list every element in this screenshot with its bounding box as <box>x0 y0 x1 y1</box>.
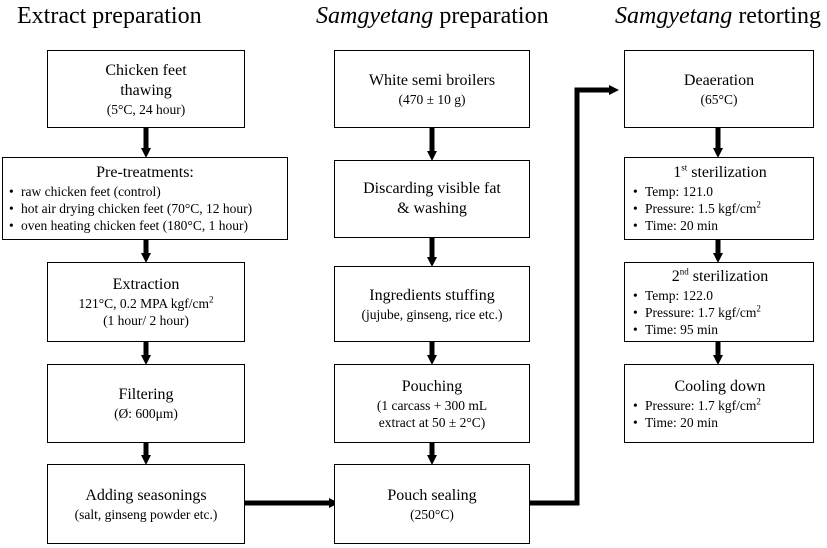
ster2-sup: nd <box>679 266 689 277</box>
bullet-icon: • <box>633 184 638 199</box>
ster2-time: Time: 95 min <box>645 321 719 337</box>
cooling-time-item: • Time: 20 min <box>633 414 807 431</box>
extraction-title: Extraction <box>112 276 180 293</box>
heading-preparation-text: preparation <box>433 3 549 29</box>
cooling-pressure: Pressure: 1.7 kgf/cm <box>645 397 757 413</box>
bullet-icon: • <box>9 184 14 199</box>
ster1-pressure-item: • Pressure: 1.5 kgf/cm2 <box>633 200 807 217</box>
box-pre-treatments: Pre-treatments: • raw chicken feet (contr… <box>2 157 288 240</box>
bullet-icon: • <box>633 304 638 320</box>
pretreat-item-2: • hot air drying chicken feet (70°C, 12 h… <box>9 200 281 217</box>
heading-samgyetang-retorting: Samgyetang retorting <box>615 2 821 30</box>
box-cooling-down: Cooling down • Pressure: 1.7 kgf/cm2 • Tim… <box>624 364 814 443</box>
ster1-time: Time: 20 min <box>645 218 719 233</box>
pretreat-item-1: • raw chicken feet (control) <box>9 183 281 200</box>
seasoning-ingredients: (salt, ginseng powder etc.) <box>74 506 218 522</box>
thawing-line2: thawing <box>120 81 172 99</box>
ster1-title-text: sterilization <box>687 164 767 181</box>
box-adding-seasonings: Adding seasonings (salt, ginseng powder … <box>47 464 245 544</box>
bullet-icon: • <box>633 218 638 233</box>
ster2-temp: Temp: 122.0 <box>645 287 714 303</box>
filtering-pore-size: (Ø: 600μm) <box>114 406 178 421</box>
box-pouch-sealing: Pouch sealing (250°C) <box>334 464 530 544</box>
pouching-title: Pouching <box>401 377 463 395</box>
box-first-sterilization: 1st sterilization • Temp: 121.0 • Pressure… <box>624 157 814 240</box>
cooling-title: Cooling down <box>674 377 766 395</box>
bullet-icon: • <box>633 414 638 430</box>
extraction-cond-sup: 2 <box>209 294 214 305</box>
bullet-icon: • <box>633 321 638 337</box>
bullet-icon: • <box>9 201 14 216</box>
pretreat-item-3-text: oven heating chicken feet (180°C, 1 hour… <box>21 218 248 233</box>
ster2-time-item: • Time: 95 min <box>633 321 807 338</box>
heading-extract-preparation: Extract preparation <box>17 2 202 30</box>
bullet-icon: • <box>9 218 14 233</box>
thawing-conditions: (5°C, 24 hour) <box>106 101 186 117</box>
box-chicken-feet-thawing: Chicken feet thawing (5°C, 24 hour) <box>47 50 245 128</box>
ster2-title-text: sterilization <box>688 267 769 285</box>
box-deaeration: Deaeration (65°C) <box>624 50 814 128</box>
pouching-detail-2: extract at 50 ± 2°C) <box>378 414 486 430</box>
pouching-detail-1: (1 carcass + 300 mL <box>376 397 488 413</box>
ster2-num: 2 <box>671 267 680 285</box>
pretreat-title: Pre-treatments: <box>96 164 194 181</box>
arrow-sealing-to-deaeration <box>530 85 619 506</box>
extraction-cond-text: 121°C, 0.2 MPA kgf/cm <box>78 296 210 311</box>
stuffing-title: Ingredients stuffing <box>369 286 495 304</box>
broilers-weight: (470 ± 10 g) <box>398 91 466 107</box>
box-second-sterilization: 2nd sterilization •Temp: 122.0 •Pressure… <box>624 262 814 342</box>
ster2-pressure-sup: 2 <box>756 303 761 313</box>
seasoning-title: Adding seasonings <box>85 486 207 504</box>
ster1-pressure-sup: 2 <box>756 199 761 210</box>
pretreat-item-2-text: hot air drying chicken feet (70°C, 12 ho… <box>21 201 253 216</box>
box-filtering: Filtering (Ø: 600μm) <box>47 364 245 443</box>
extraction-time: (1 hour/ 2 hour) <box>103 313 189 328</box>
ster2-pressure: Pressure: 1.7 kgf/cm <box>645 304 757 320</box>
heading-samgyetang-preparation: Samgyetang preparation <box>316 2 549 30</box>
broilers-title: White semi broilers <box>368 71 496 89</box>
box-white-semi-broilers: White semi broilers (470 ± 10 g) <box>334 50 530 128</box>
heading-samgyetang-italic: Samgyetang <box>316 3 434 29</box>
sealing-temperature: (250°C) <box>410 506 454 522</box>
cooling-pressure-item: • Pressure: 1.7 kgf/cm2 <box>633 397 807 414</box>
ster1-num: 1 <box>673 164 682 181</box>
pretreat-item-3: • oven heating chicken feet (180°C, 1 hou… <box>9 217 281 234</box>
heading-samgyetang-italic-2: Samgyetang <box>615 3 733 29</box>
fat-line1: Discarding visible fat <box>363 180 501 197</box>
deaeration-title: Deaeration <box>683 71 755 89</box>
stuffing-ingredients: (jujube, ginseng, rice etc.) <box>361 306 503 322</box>
cooling-pressure-sup: 2 <box>756 396 761 406</box>
box-ingredients-stuffing: Ingredients stuffing (jujube, ginseng, r… <box>334 266 530 342</box>
ster2-temp-item: • Temp: 122.0 <box>633 287 807 304</box>
box-discarding-fat: Discarding visible fat & washing <box>334 160 530 238</box>
ster1-temp: Temp: 121.0 <box>645 184 714 199</box>
ster1-time-item: • Time: 20 min <box>633 217 807 234</box>
ster2-pressure-item: • Pressure: 1.7 kgf/cm2 <box>633 304 807 321</box>
box-pouching: Pouching (1 carcass + 300 mL extract at … <box>334 364 530 443</box>
ster2-title: 2nd sterilization <box>672 267 769 287</box>
fat-line2: & washing <box>397 200 467 217</box>
thawing-line1: Chicken feet <box>105 61 187 79</box>
sealing-title: Pouch sealing <box>387 486 477 504</box>
extraction-conditions: 121°C, 0.2 MPA kgf/cm2 <box>78 295 213 312</box>
ster1-title: 1st sterilization <box>673 163 767 183</box>
ster1-pressure: Pressure: 1.5 kgf/cm <box>645 201 757 216</box>
ster1-temp-item: • Temp: 121.0 <box>633 183 807 200</box>
heading-extract-text: Extract preparation <box>17 3 202 29</box>
deaeration-temperature: (65°C) <box>700 91 738 107</box>
ster1-sup: st <box>681 162 688 173</box>
cooling-time: Time: 20 min <box>645 414 719 430</box>
filtering-title: Filtering <box>118 386 174 403</box>
heading-retorting-text: retorting <box>732 3 821 29</box>
bullet-icon: • <box>633 287 638 303</box>
box-extraction: Extraction 121°C, 0.2 MPA kgf/cm2 (1 hou… <box>47 262 245 342</box>
bullet-icon: • <box>633 397 638 413</box>
pretreat-item-1-text: raw chicken feet (control) <box>21 184 161 199</box>
bullet-icon: • <box>633 201 638 216</box>
